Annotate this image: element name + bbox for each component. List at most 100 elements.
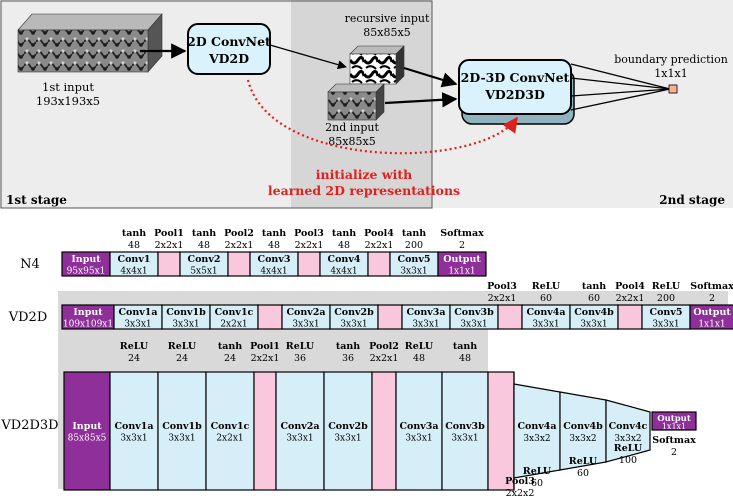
layer-size: 85x85x5: [68, 434, 107, 444]
layer-size: 3x3x2: [523, 434, 550, 444]
vd2d3d-box: [458, 59, 575, 125]
layer-size: 95x95x1: [67, 267, 106, 277]
layer-name: Conv3: [258, 254, 291, 265]
vd2d-bottom-activation-value: 2x2x1: [251, 353, 280, 364]
layer-name: Conv3b: [454, 307, 494, 318]
stage1-border: [0, 0, 433, 209]
layer-block-15: [689, 304, 733, 330]
vd2d-bottom-activation-value: 36: [342, 353, 354, 364]
arrow-recursive-to-vd2d3d: [403, 66, 458, 88]
second-input-title: 2nd input: [325, 121, 379, 134]
n4-activation-value: 2: [459, 240, 465, 251]
n4-activation-value: 48: [198, 240, 210, 251]
vd2d-top-activation-value: 2x2x1: [616, 293, 645, 304]
layer-block-9: [441, 371, 489, 491]
layer-name: Conv4a: [517, 421, 556, 432]
layer-size: 3x3x1: [292, 320, 319, 330]
pool-block-4: [253, 371, 277, 491]
pool-block-7: [377, 304, 403, 330]
vd2d3d-bottom-activation: ReLU: [614, 443, 643, 454]
layer-size: 4x4x1: [260, 267, 287, 277]
layer-name: Conv4b: [574, 307, 614, 318]
vd2d-box: [187, 23, 271, 75]
layer-block-6: [323, 371, 373, 491]
n4-activation: Pool1: [154, 228, 184, 239]
layer-name: Conv1a: [118, 307, 157, 318]
n4-activation: tanh: [122, 228, 146, 239]
layer-size: 1x1x1: [448, 267, 475, 277]
vd2d3d-bottom-activation-value: 100: [619, 455, 637, 466]
n4-network-row: Input95x95x1Conv14x4x1Conv25x5x1Conv34x4…: [61, 228, 487, 277]
layer-size: 3x3x1: [400, 267, 427, 277]
layer-block-9: [449, 304, 499, 330]
pool-block-4: [227, 251, 251, 277]
vd2d3d-bottom-activation: ReLU: [523, 466, 552, 477]
layer-name: Conv4a: [526, 307, 565, 318]
pool-block-10: [487, 371, 515, 491]
row-label-n4: N4: [20, 257, 40, 272]
layer-size: 4x4x1: [330, 267, 357, 277]
layer-size: 3x3x1: [405, 434, 432, 444]
layer-name: Conv1a: [114, 421, 153, 432]
n4-activation: Pool2: [224, 228, 254, 239]
layer-name: Output: [693, 307, 731, 318]
layer-name: Conv2: [188, 254, 221, 265]
layer-size: 3x3x1: [412, 320, 439, 330]
vd2d-bottom-activation-value: 24: [176, 353, 188, 364]
layer-name: Input: [73, 307, 103, 318]
row-label-vd2d3d: VD2D3D: [0, 418, 58, 433]
pool-block-13: [617, 304, 643, 330]
boundary-title: boundary prediction: [614, 53, 728, 66]
layer-block-2: [161, 304, 211, 330]
vd2d-bottom-activation: ReLU: [120, 341, 149, 352]
n4-activation: Pool3: [294, 228, 324, 239]
vd2d3d-bottom-activation-value: 60: [577, 468, 589, 479]
n4-activation: tanh: [402, 228, 426, 239]
vd2d3d-bottom-activation: ReLU: [569, 456, 598, 467]
layer-size: 3x3x2: [614, 434, 641, 444]
layer-size: 3x3x1: [286, 434, 313, 444]
vd2d-box-title: 2D ConvNet: [187, 34, 271, 49]
boundary-prediction-pixel: [668, 84, 678, 94]
layer-name: Conv4: [328, 254, 361, 265]
pool-block-6: [297, 251, 321, 277]
vd2d3d-bottom-activation: Pool3: [505, 476, 535, 487]
vd2d3d-bottom-activation-value: 2x2x2: [506, 488, 535, 499]
vd2d-network-row: Input109x109x1Conv1a3x3x1Conv1b3x3x1Conv…: [61, 281, 733, 330]
arrow-vd2d-to-recursive: [269, 44, 347, 70]
layer-name: Conv3a: [399, 421, 438, 432]
pool-block-4: [257, 304, 283, 330]
layer-block-5: [281, 304, 331, 330]
recursive-input-volume: [349, 45, 405, 85]
layer-block-8: [401, 304, 451, 330]
n4-activation-value: 48: [338, 240, 350, 251]
vd2d3d-output-block: [651, 411, 697, 431]
vd2d-bottom-activation: tanh: [336, 341, 360, 352]
vd2d3d-box-name: VD2D3D: [484, 87, 545, 102]
boundary-size: 1x1x1: [654, 67, 687, 80]
pool-block-2: [157, 251, 181, 277]
n4-activation-value: 48: [268, 240, 280, 251]
layer-size: 1x1x1: [698, 320, 725, 330]
vd2d-box-name: VD2D: [208, 51, 249, 66]
n4-activation: Softmax: [440, 228, 484, 239]
vd2d3d-bottom-activation-value: 60: [531, 478, 543, 489]
layer-size: 4x4x1: [120, 267, 147, 277]
pool-block-8: [367, 251, 391, 277]
vd2d3d-output-activation: Softmax: [652, 435, 696, 446]
layer-block-14: [641, 304, 691, 330]
vd2d3d-network-row: Input85x85x5Conv1a3x3x1Conv1b3x3x1Conv1c…: [63, 341, 697, 499]
layer-name: Conv4c: [609, 421, 648, 432]
vd2d-bottom-activation-value: 36: [294, 353, 306, 364]
layer-block-0: [61, 251, 111, 277]
layer-block-5: [249, 251, 299, 277]
layer-name: Conv3b: [445, 421, 485, 432]
layer-size: 3x3x1: [120, 434, 147, 444]
layer-name: Conv1c: [215, 307, 254, 318]
vd2d-top-activation-value: 2x2x1: [488, 293, 517, 304]
layer-size: 3x3x1: [334, 434, 361, 444]
layer-name: Conv5: [650, 307, 683, 318]
vd2d-bottom-activation: ReLU: [405, 341, 434, 352]
layer-name: Conv2a: [286, 307, 325, 318]
layer-size: 2x2x1: [220, 320, 247, 330]
